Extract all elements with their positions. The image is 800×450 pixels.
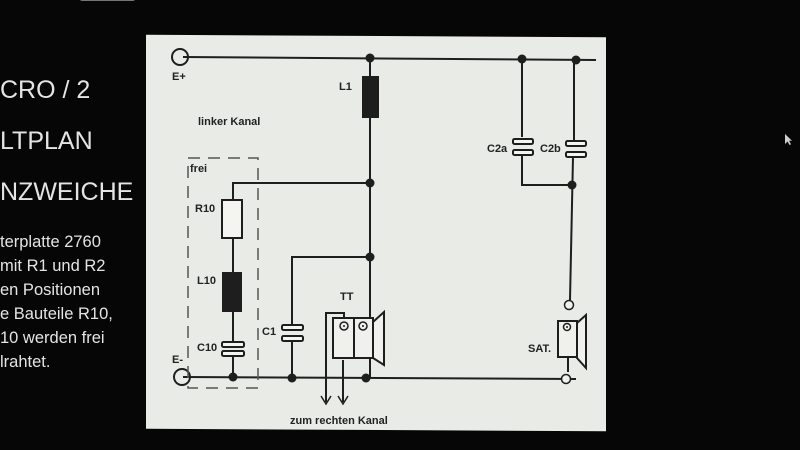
satellite-speaker-icon: [557, 299, 587, 385]
slide-text-line-3: en Positionen: [0, 281, 100, 299]
c1-branch-wire: [291, 256, 370, 325]
slide-text-line-4: e Bauteile R10,: [0, 305, 113, 323]
l1-label: L1: [339, 81, 352, 93]
right-channel-wire-1: [325, 312, 345, 402]
l10-label: L10: [197, 275, 216, 287]
capacitor-c2b-icon: [565, 140, 587, 158]
inductor-l10-icon: [222, 272, 242, 312]
slide-text-line-2: mit R1 und R2: [0, 257, 106, 275]
junction-dot: [517, 54, 527, 64]
junction-dot: [571, 55, 581, 65]
c2b-label: C2b: [540, 143, 561, 155]
c10-label: C10: [197, 342, 217, 354]
slide-title-fragment: [80, 0, 135, 1]
capacitor-c10-icon: [221, 341, 245, 357]
optional-components-box: [187, 157, 259, 389]
junction-dot: [361, 373, 371, 383]
r10-label: R10: [195, 203, 215, 215]
arrow-down-icon: [320, 395, 332, 406]
arrow-down-icon: [337, 395, 349, 406]
group-label-frei: frei: [190, 163, 207, 175]
slide-heading-2: LTPLAN: [0, 127, 93, 155]
inductor-l1-icon: [362, 76, 379, 118]
right-channel-label: zum rechten Kanal: [290, 415, 388, 427]
negative-terminal-label: E-: [172, 354, 183, 366]
positive-terminal-label: E+: [172, 71, 186, 83]
c1-label: C1: [262, 326, 276, 338]
tt-label: TT: [340, 291, 354, 303]
channel-label: linker Kanal: [198, 116, 260, 128]
mouse-cursor-icon: [785, 134, 792, 145]
capacitor-c1-icon: [281, 324, 304, 342]
sat-feed-wire: [569, 156, 574, 301]
junction-dot: [365, 53, 375, 63]
negative-rail-wire: [182, 376, 577, 380]
sat-label: SAT.: [528, 343, 551, 355]
negative-terminal-icon: [173, 368, 191, 386]
positive-terminal-icon: [171, 48, 189, 66]
junction-dot: [287, 373, 297, 383]
junction-dot: [365, 178, 375, 188]
resistor-r10-icon: [221, 199, 243, 239]
slide-text-line-5: 10 werden frei: [0, 329, 105, 347]
positive-rail-wire: [182, 56, 597, 61]
slide-heading-1: CRO / 2: [0, 76, 91, 104]
slide-heading-3: NZWEICHE: [0, 178, 134, 206]
capacitor-c2a-icon: [512, 138, 534, 156]
junction-dot: [365, 252, 375, 262]
woofer-tt-icon: [332, 309, 385, 367]
c2a-bottom-wire: [521, 155, 572, 186]
c2a-label: C2a: [487, 143, 508, 155]
slide-text-line-1: terplatte 2760: [0, 233, 101, 251]
r10-branch-wire: [232, 182, 370, 200]
slide-text-line-6: lrahtet.: [0, 353, 51, 371]
junction-dot: [228, 372, 238, 382]
junction-dot: [567, 180, 577, 190]
